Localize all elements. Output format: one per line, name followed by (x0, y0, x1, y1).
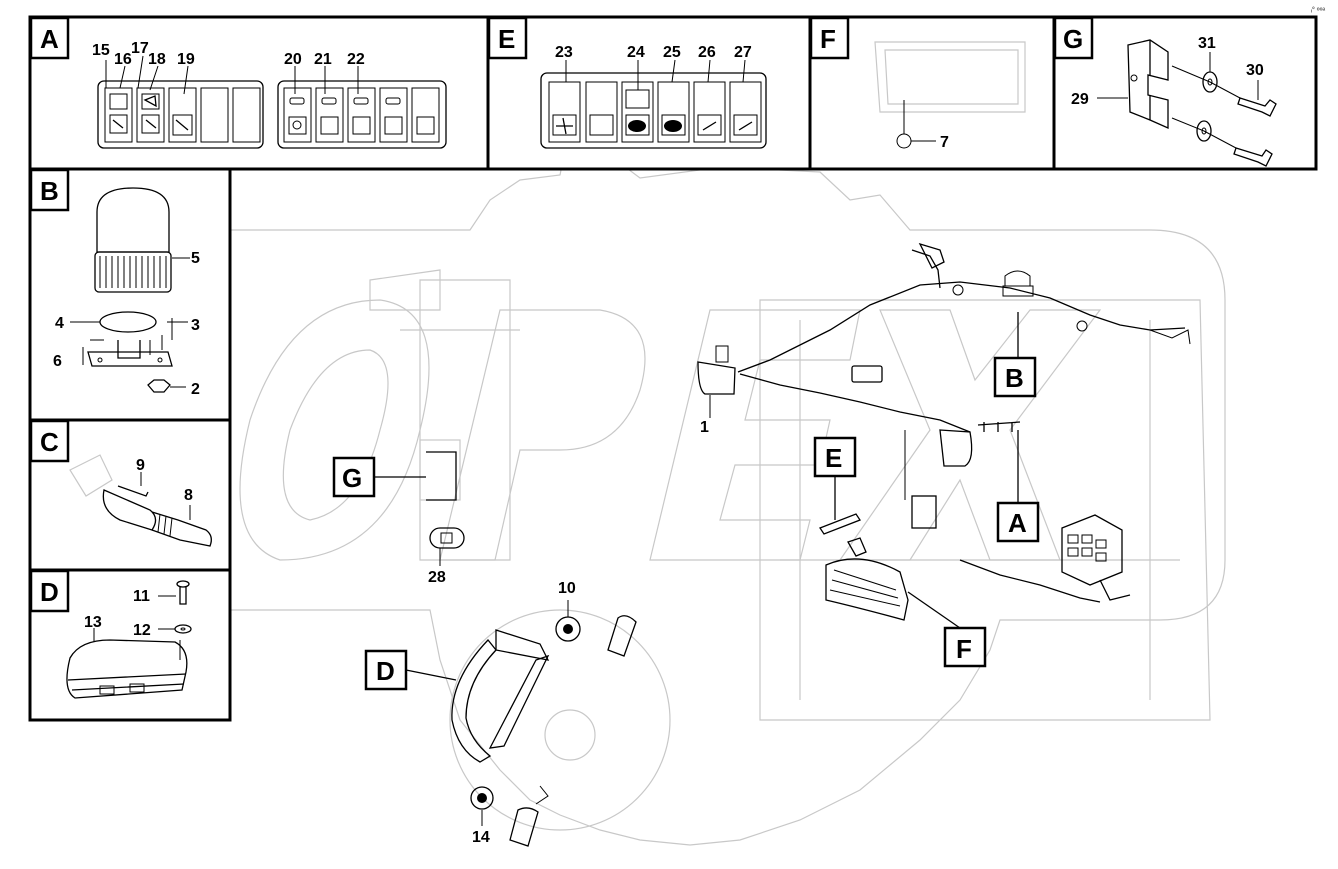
callout-17: 17 (131, 40, 149, 57)
panel-b-label: B (40, 176, 59, 206)
callout-8: 8 (184, 487, 193, 504)
knob-10 (555, 616, 581, 642)
tag-a (977, 421, 1040, 543)
lever-cap-lower (509, 785, 549, 847)
callout-13: 13 (84, 614, 102, 631)
control-module (851, 365, 937, 529)
watermark-letters (239, 299, 1102, 561)
callout-21: 21 (314, 51, 332, 68)
lamp-13 (66, 639, 188, 699)
module-f (874, 41, 1026, 113)
panel-e-label: E (498, 24, 515, 54)
main-tag-e: E (825, 443, 842, 473)
callout-29: 29 (1071, 91, 1089, 108)
panel-e-tag (487, 16, 528, 60)
tag-f (907, 591, 987, 668)
bolt-30-lower (1233, 147, 1273, 167)
panel-c-label: C (40, 427, 59, 457)
panel-f-tag (809, 16, 850, 60)
switch-panel-e (540, 72, 767, 149)
main-tag-g: G (342, 463, 362, 493)
panel-a-frame (28, 15, 490, 171)
callout-10: 10 (558, 580, 576, 597)
wiring-harness (737, 242, 1191, 603)
main-tag-d: D (376, 656, 395, 686)
callout-30: 30 (1246, 62, 1264, 79)
switch-strip-e (819, 513, 867, 557)
callout-4: 4 (55, 315, 64, 332)
washer-31-lower (1196, 120, 1212, 142)
callout-3: 3 (191, 317, 200, 334)
panel-g-frame (1052, 15, 1318, 171)
tag-d (364, 649, 457, 691)
callout-9: 9 (136, 457, 145, 474)
lever-cap-upper (607, 615, 637, 657)
callout-27: 27 (734, 44, 752, 61)
panel-b-tag (29, 168, 70, 212)
callout-6: 6 (53, 353, 62, 370)
callout-2: 2 (191, 381, 200, 398)
cab-beacon (1002, 270, 1034, 297)
callout-1: 1 (700, 419, 709, 436)
callout-26: 26 (698, 44, 716, 61)
tag-b (993, 312, 1037, 398)
switch-panel-right (277, 80, 447, 149)
panel-d-label: D (40, 577, 59, 607)
truck-body-outline (369, 269, 1211, 831)
main-tag-f: F (956, 634, 972, 664)
callout-12: 12 (133, 622, 151, 639)
fuse-box (1061, 514, 1123, 586)
callout-14: 14 (472, 829, 490, 846)
tag-e (813, 436, 857, 520)
callout-22: 22 (347, 51, 365, 68)
corner-mark: ᵢ° ᵒᵒᵃ (1311, 6, 1325, 14)
callout-31: 31 (1198, 35, 1216, 52)
switch-28 (429, 527, 465, 549)
knob-14 (470, 786, 494, 810)
bolt-30-upper (1237, 97, 1277, 117)
callout-7: 7 (940, 134, 949, 151)
dashboard-lamp-f (825, 558, 909, 621)
callout-11: 11 (133, 588, 150, 605)
callout-5: 5 (191, 250, 200, 267)
screw-11 (176, 580, 190, 605)
callout-16: 16 (114, 51, 132, 68)
steering-column (419, 439, 461, 501)
callout-20: 20 (284, 51, 302, 68)
callout-15: 15 (92, 42, 110, 59)
panel-a-tag (29, 16, 70, 60)
callout-18: 18 (148, 51, 166, 68)
panel-g-label: G (1063, 24, 1083, 54)
panel-f-label: F (820, 24, 836, 54)
nut-2 (147, 379, 171, 393)
panel-g-tag (1053, 16, 1094, 60)
callout-28: 28 (428, 569, 446, 586)
beacon-5 (94, 187, 172, 293)
callout-24: 24 (627, 44, 645, 61)
watermark-gear (89, 139, 1226, 846)
bracket-29 (1127, 39, 1169, 130)
main-tag-a: A (1008, 508, 1027, 538)
wheel-guard-d (451, 629, 550, 763)
main-tag-b: B (1005, 363, 1024, 393)
work-lamp-right (939, 429, 973, 467)
callout-25: 25 (663, 44, 681, 61)
callout-19: 19 (177, 51, 195, 68)
panel-d-tag (29, 569, 70, 613)
tag-g (332, 456, 426, 498)
lamp-8 (69, 454, 212, 547)
switch-panel-left (97, 80, 264, 149)
callout-23: 23 (555, 44, 573, 61)
work-lamp-1 (697, 345, 736, 395)
panel-a-label: A (40, 24, 59, 54)
panel-c-tag (29, 419, 70, 463)
